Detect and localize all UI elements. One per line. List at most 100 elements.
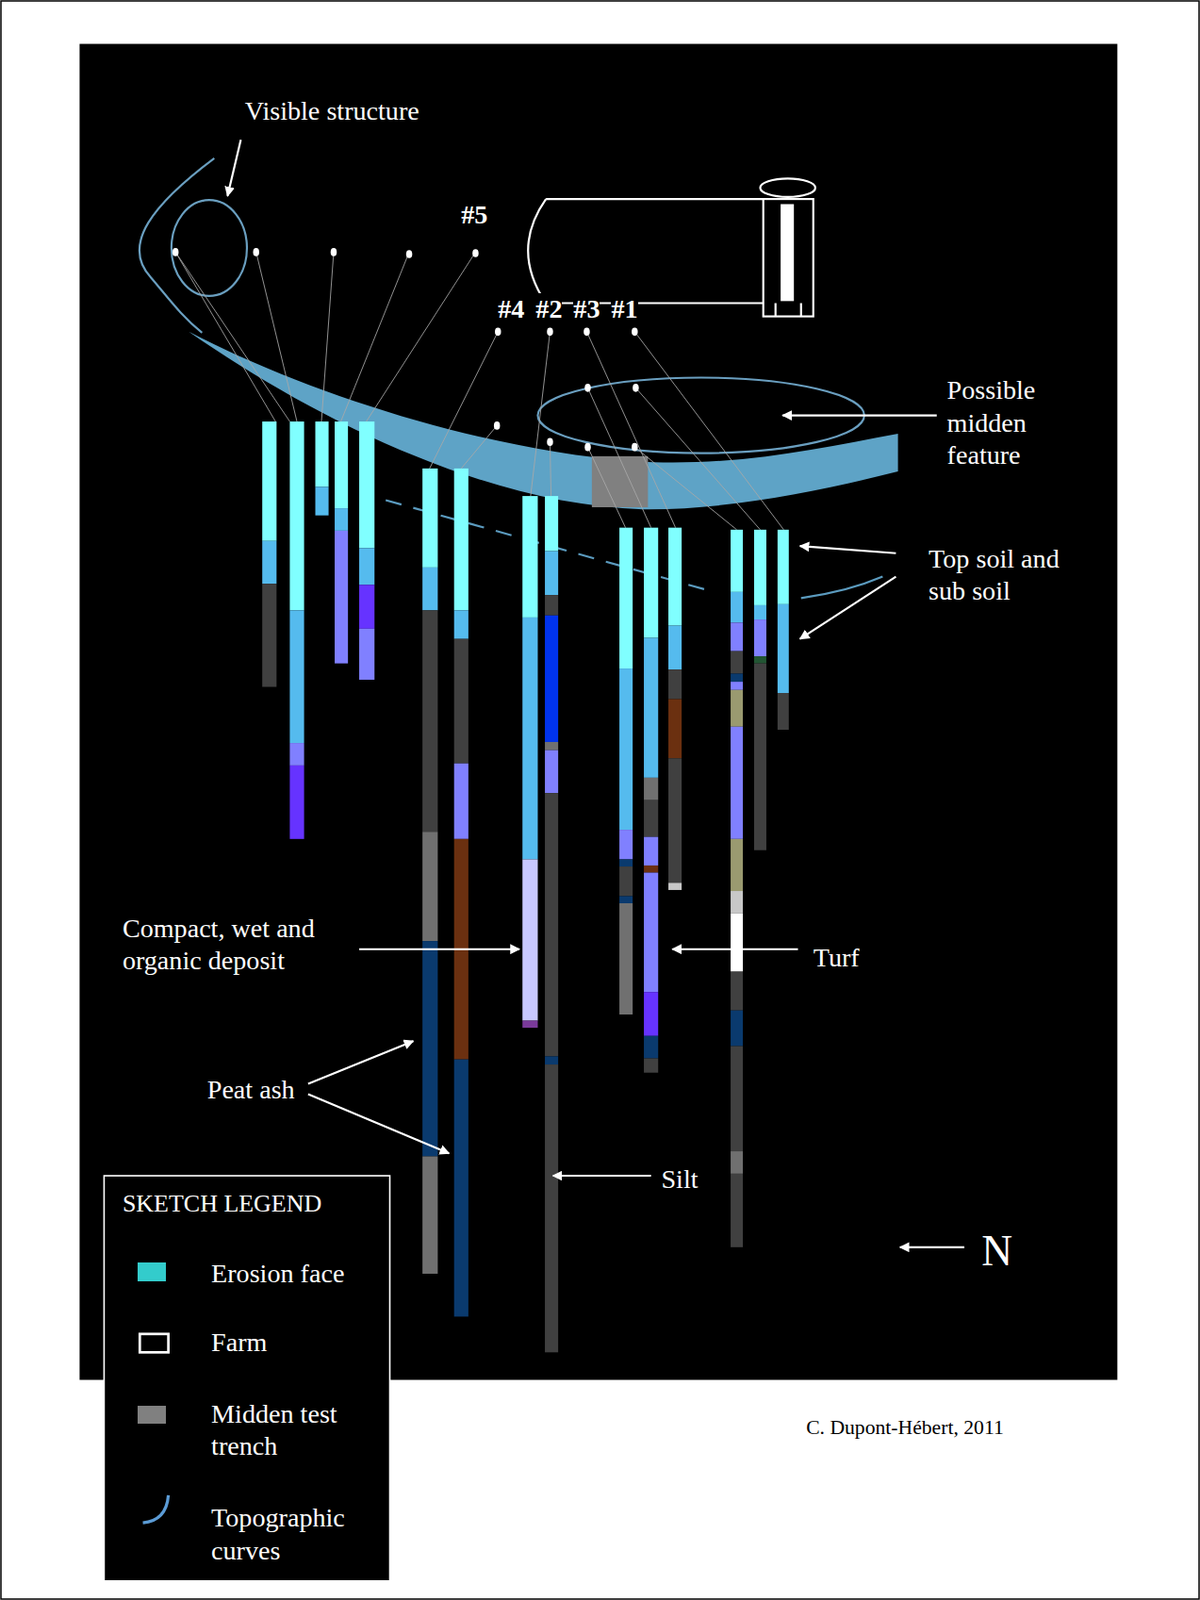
callout-label: Top soil and sub soil [928, 542, 1092, 609]
soil-layer [359, 628, 375, 680]
soil-layer [544, 1055, 559, 1065]
soil-layer [730, 529, 743, 592]
soil-layer [643, 1035, 658, 1059]
topographic-curve [139, 158, 214, 333]
soil-layer [314, 421, 329, 487]
soil-layer [730, 1173, 743, 1248]
legend-box [103, 1175, 390, 1581]
soil-layer [619, 668, 633, 830]
soil-layer [668, 699, 682, 759]
callout-label: Peat ash [207, 1073, 296, 1106]
callout-label: Turf [813, 941, 860, 974]
soil-layer [730, 673, 743, 682]
credit-text: C. Dupont-Hébert, 2011 [805, 1414, 1004, 1440]
soil-layer [754, 619, 767, 657]
midden-trench [591, 456, 649, 508]
legend-label: Midden test trench [211, 1397, 380, 1464]
soil-layer [422, 831, 438, 941]
soil-layer [643, 991, 658, 1036]
soil-layer [643, 800, 658, 838]
soil-layer [619, 829, 633, 859]
soil-layer [754, 605, 767, 620]
soil-layer [454, 468, 469, 610]
soil-layer [643, 777, 658, 801]
farm-outline [527, 178, 816, 316]
soil-layer [730, 651, 743, 674]
soil-layer [454, 639, 469, 764]
soil-layer [334, 508, 348, 531]
soil-layer [422, 567, 438, 610]
soil-layer [730, 1150, 743, 1174]
soil-layer [289, 765, 304, 839]
soil-layer [544, 741, 559, 751]
legend-label: Erosion face [211, 1257, 380, 1290]
survey-dots [172, 247, 640, 451]
soil-layer [314, 486, 329, 515]
soil-layer [668, 527, 682, 626]
soil-layer [289, 421, 304, 610]
legend-swatch [137, 1405, 166, 1424]
soil-layer [643, 638, 658, 778]
soil-layer [730, 591, 743, 623]
soil-layer [334, 421, 348, 509]
soil-layer [643, 527, 658, 639]
soil-layer [643, 837, 658, 866]
soil-layer [730, 913, 743, 972]
callout-label: Possible midden feature [947, 374, 1070, 472]
soil-layer [359, 584, 375, 629]
farm-bar [780, 204, 794, 302]
soil-layer [262, 583, 277, 687]
soil-layer [619, 527, 633, 669]
callout-label: Compact, wet and organic deposit [122, 912, 347, 978]
soil-layer [619, 903, 633, 1015]
topographic-curve [801, 576, 884, 599]
callout-number: #1 [610, 293, 638, 326]
soil-layer [777, 604, 790, 693]
soil-layer [422, 1155, 438, 1273]
callout-label: Silt [660, 1163, 698, 1196]
legend-title: SKETCH LEGEND [122, 1188, 322, 1219]
soil-layer [730, 726, 743, 839]
soil-layer [262, 541, 277, 584]
farm-sample [139, 1333, 168, 1352]
callout-number: #5 [460, 198, 488, 231]
soil-layer [289, 609, 304, 743]
legend-label: Farm [211, 1326, 380, 1359]
soil-layer [359, 547, 375, 585]
soil-layer [619, 858, 633, 867]
soil-layer [643, 1058, 658, 1073]
structure-outline [171, 199, 247, 296]
soil-layer [422, 609, 438, 832]
soil-layer [544, 750, 559, 793]
soil-layer [422, 468, 438, 568]
soil-layer [668, 625, 682, 671]
soil-layer [730, 622, 743, 651]
callout-label: Visible structure [245, 95, 420, 128]
soil-layer [730, 1010, 743, 1047]
soil-layer [754, 663, 767, 851]
soil-layer [359, 421, 375, 548]
soil-layer [730, 681, 743, 691]
soil-layer [544, 1064, 559, 1352]
soil-layer [619, 866, 633, 896]
soil-layer [754, 656, 767, 664]
soil-layer [668, 669, 682, 699]
soil-layer [730, 971, 743, 1011]
soil-layer [544, 594, 559, 616]
legend-label: Topographic curves [211, 1501, 380, 1567]
soil-layer [777, 692, 790, 730]
soil-layer [454, 1059, 469, 1317]
soil-layer [777, 529, 790, 605]
callout-number: #4 [497, 293, 525, 326]
soil-layer [262, 421, 277, 542]
callout-arrows [227, 139, 965, 1248]
soil-layer [668, 757, 682, 883]
soil-layer [544, 495, 559, 551]
callout-number: #3 [573, 293, 600, 326]
soil-layer [544, 551, 559, 596]
legend-swatch [137, 1262, 166, 1281]
soil-layer [422, 940, 438, 1156]
soil-layer [522, 858, 538, 1020]
